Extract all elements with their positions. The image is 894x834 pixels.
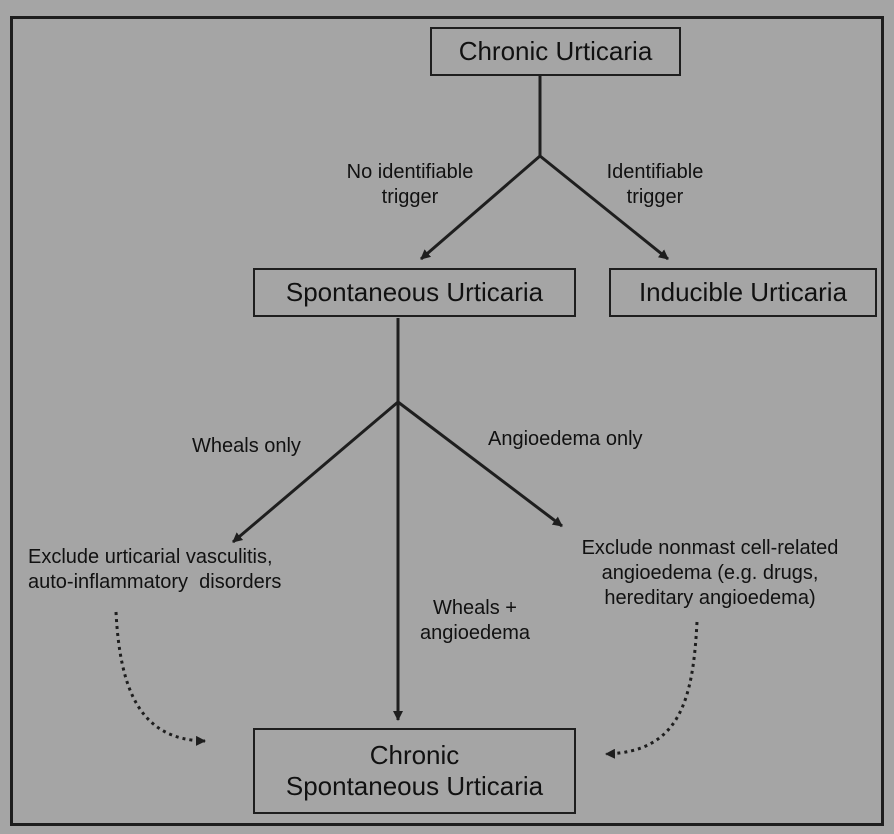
note-exclude-vasculitis-line-2: auto-inflammatory disorders xyxy=(28,571,282,593)
edge-label-wheals-angioedema-line-1: Wheals + xyxy=(433,597,517,619)
edge-label-trigger-line-2: trigger xyxy=(626,186,684,208)
diagram-frame xyxy=(10,16,884,826)
node-chronic-spontaneous-urticaria: Chronic Spontaneous Urticaria xyxy=(253,728,576,814)
edge-label-no-trigger-line-2: trigger xyxy=(381,186,439,208)
arrow-wheals-only xyxy=(232,400,399,544)
arrow-to-spontaneous xyxy=(420,154,541,261)
node-inducible-urticaria-label: Inducible Urticaria xyxy=(638,276,848,307)
note-exclude-nonmast-line-3: hereditary angioedema) xyxy=(604,587,816,609)
dotted-arrow-left xyxy=(114,611,206,746)
edge-label-wheals-angioedema-line-2: angioedema xyxy=(419,622,531,644)
edge-label-angioedema-only-text: Angioedema only xyxy=(488,428,643,450)
arrow-to-inducible xyxy=(539,154,669,261)
edge-label-angioedema-only: Angioedema only xyxy=(488,427,643,452)
note-exclude-vasculitis-line-1: Exclude urticarial vasculitis, xyxy=(28,546,273,568)
edge-label-wheals-only-text: Wheals only xyxy=(192,435,301,457)
edge-label-wheals-angioedema: Wheals + angioedema xyxy=(405,596,545,646)
edge-label-no-trigger-line-1: No identifiable xyxy=(346,161,474,183)
note-exclude-nonmast-line-1: Exclude nonmast cell-related xyxy=(581,537,839,559)
note-exclude-vasculitis: Exclude urticarial vasculitis, auto-infl… xyxy=(28,545,281,595)
edge-label-identifiable-trigger: Identifiable trigger xyxy=(590,160,720,210)
node-spontaneous-urticaria: Spontaneous Urticaria xyxy=(253,268,576,317)
node-csu-label-line-2: Spontaneous Urticaria xyxy=(285,771,544,801)
arrow-angioedema-only xyxy=(397,400,563,528)
node-csu-label-line-1: Chronic xyxy=(369,739,460,770)
edge-label-trigger-line-1: Identifiable xyxy=(606,161,704,183)
node-chronic-urticaria: Chronic Urticaria xyxy=(430,27,681,76)
note-exclude-nonmast-line-2: angioedema (e.g. drugs, xyxy=(601,562,819,584)
edge-label-no-identifiable-trigger: No identifiable trigger xyxy=(330,160,490,210)
note-exclude-nonmast: Exclude nonmast cell-related angioedema … xyxy=(560,536,860,611)
node-chronic-urticaria-label: Chronic Urticaria xyxy=(458,35,653,66)
dotted-arrow-right xyxy=(605,621,699,759)
node-inducible-urticaria: Inducible Urticaria xyxy=(609,268,877,317)
edge-label-wheals-only: Wheals only xyxy=(192,434,301,459)
node-spontaneous-urticaria-label: Spontaneous Urticaria xyxy=(285,276,544,307)
